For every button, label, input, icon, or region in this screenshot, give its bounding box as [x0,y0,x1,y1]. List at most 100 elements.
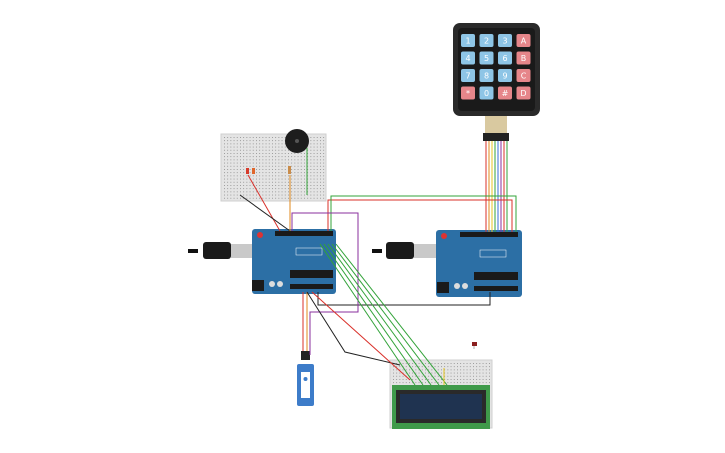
reset-button-left[interactable] [257,232,263,238]
breadboard-hole [402,382,404,384]
breadboard-hole [265,159,267,161]
breadboard-hole [307,146,309,148]
breadboard-hole [320,149,321,151]
keypad-key-bg[interactable] [498,69,512,82]
breadboard-hole [246,153,248,154]
breadboard-hole [479,369,481,371]
arduino-uno-left[interactable] [188,229,336,294]
wire-lcd-black[interactable] [306,291,401,366]
keypad-key-bg[interactable] [516,69,531,82]
keypad-key-bg[interactable] [479,34,494,47]
breadboard-hole [230,169,232,170]
keypad-key-bg[interactable] [479,51,494,65]
breadboard-hole [320,188,321,190]
breadboard-hole [469,382,471,384]
breadboard-hole [304,178,305,180]
wire-bb-red[interactable] [247,174,281,232]
breadboard-hole [262,197,264,199]
breadboard-hole [240,140,241,142]
keypad-key-bg[interactable] [461,69,475,82]
breadboard-hole [304,194,305,196]
breadboard-hole [259,175,261,177]
breadboard-hole [259,159,261,161]
breadboard-hole [431,382,433,384]
breadboard-hole [230,185,232,186]
breadboard-hole [288,194,289,196]
breadboard-hole [434,382,436,384]
keypad-key-bg[interactable] [498,86,512,100]
breadboard-top[interactable] [220,129,327,202]
breadboard-hole [310,185,312,186]
breadboard-hole [323,146,325,148]
breadboard-hole [323,185,325,186]
breadboard-hole [246,194,248,196]
loose-led[interactable] [472,342,477,349]
breadboard-hole [304,191,305,193]
servo-motor[interactable] [297,351,314,406]
breadboard-hole [476,375,478,377]
wire-lcd-green-3[interactable] [327,243,432,386]
wire-purple-loop[interactable] [291,212,359,355]
breadboard-hole [466,363,468,364]
wire-lcd-red[interactable] [311,291,411,381]
breadboard-hole [447,369,449,371]
breadboard-hole [460,379,462,380]
wire-lcd-green-4[interactable] [331,243,440,386]
breadboard-hole [284,197,286,199]
keypad-key-bg[interactable] [461,34,475,47]
keypad-key-bg[interactable] [516,51,531,65]
keypad-key-label: A [521,37,527,46]
breadboard-hole [323,149,325,151]
breadboard-hole [466,372,468,374]
breadboard-hole [249,143,251,145]
keypad-key-bg[interactable] [461,86,475,100]
wire-ground-link[interactable] [317,292,491,306]
keypad-key-bg[interactable] [498,34,512,47]
keypad-key-bg[interactable] [479,69,494,82]
keypad-key-bg[interactable] [479,86,494,100]
breadboard-hole [294,178,296,180]
wire-bb-black[interactable] [239,194,291,232]
breadboard-hole [262,165,264,167]
keypad-key-bg[interactable] [516,34,531,47]
wire-arduino-link-red[interactable] [327,199,513,232]
breadboard-hole [256,159,257,161]
keypad-key-bg[interactable] [461,51,475,65]
keypad-key-label: C [521,72,527,81]
wire-lcd-green-5[interactable] [335,243,448,386]
wire-lcd-green-2[interactable] [323,243,424,386]
breadboard-hole [252,146,254,148]
breadboard-hole [291,169,293,170]
breadboard-hole [297,185,299,186]
keypad-wires[interactable] [485,141,508,232]
led-green[interactable] [252,168,255,174]
keypad-key-bg[interactable] [516,86,531,100]
breadboard-hole [259,181,261,183]
breadboard-hole [476,379,478,380]
resistor[interactable] [288,166,291,174]
breadboard-hole [249,197,251,199]
breadboard-hole [256,162,257,164]
breadboard-hole [320,169,321,170]
breadboard-hole [249,172,251,174]
wire-arduino-link-green[interactable] [330,195,517,232]
breadboard-hole [431,372,433,374]
breadboard-hole [224,140,225,142]
wire-lcd-green-1[interactable] [319,243,416,386]
breadboard-hole [441,375,442,377]
led-red[interactable] [246,168,249,174]
reset-button-right[interactable] [441,233,447,239]
breadboard-hole [447,363,449,364]
breadboard-hole [272,156,273,158]
breadboard-hole [236,169,238,170]
keypad-key-bg[interactable] [498,51,512,65]
breadboard-hole [476,369,478,371]
wires [239,141,517,386]
lcd-16x2[interactable] [392,385,490,429]
arduino-uno-right[interactable] [372,230,522,297]
breadboard-hole [240,149,241,151]
breadboard-hole [291,156,293,158]
breadboard-hole [284,185,286,186]
